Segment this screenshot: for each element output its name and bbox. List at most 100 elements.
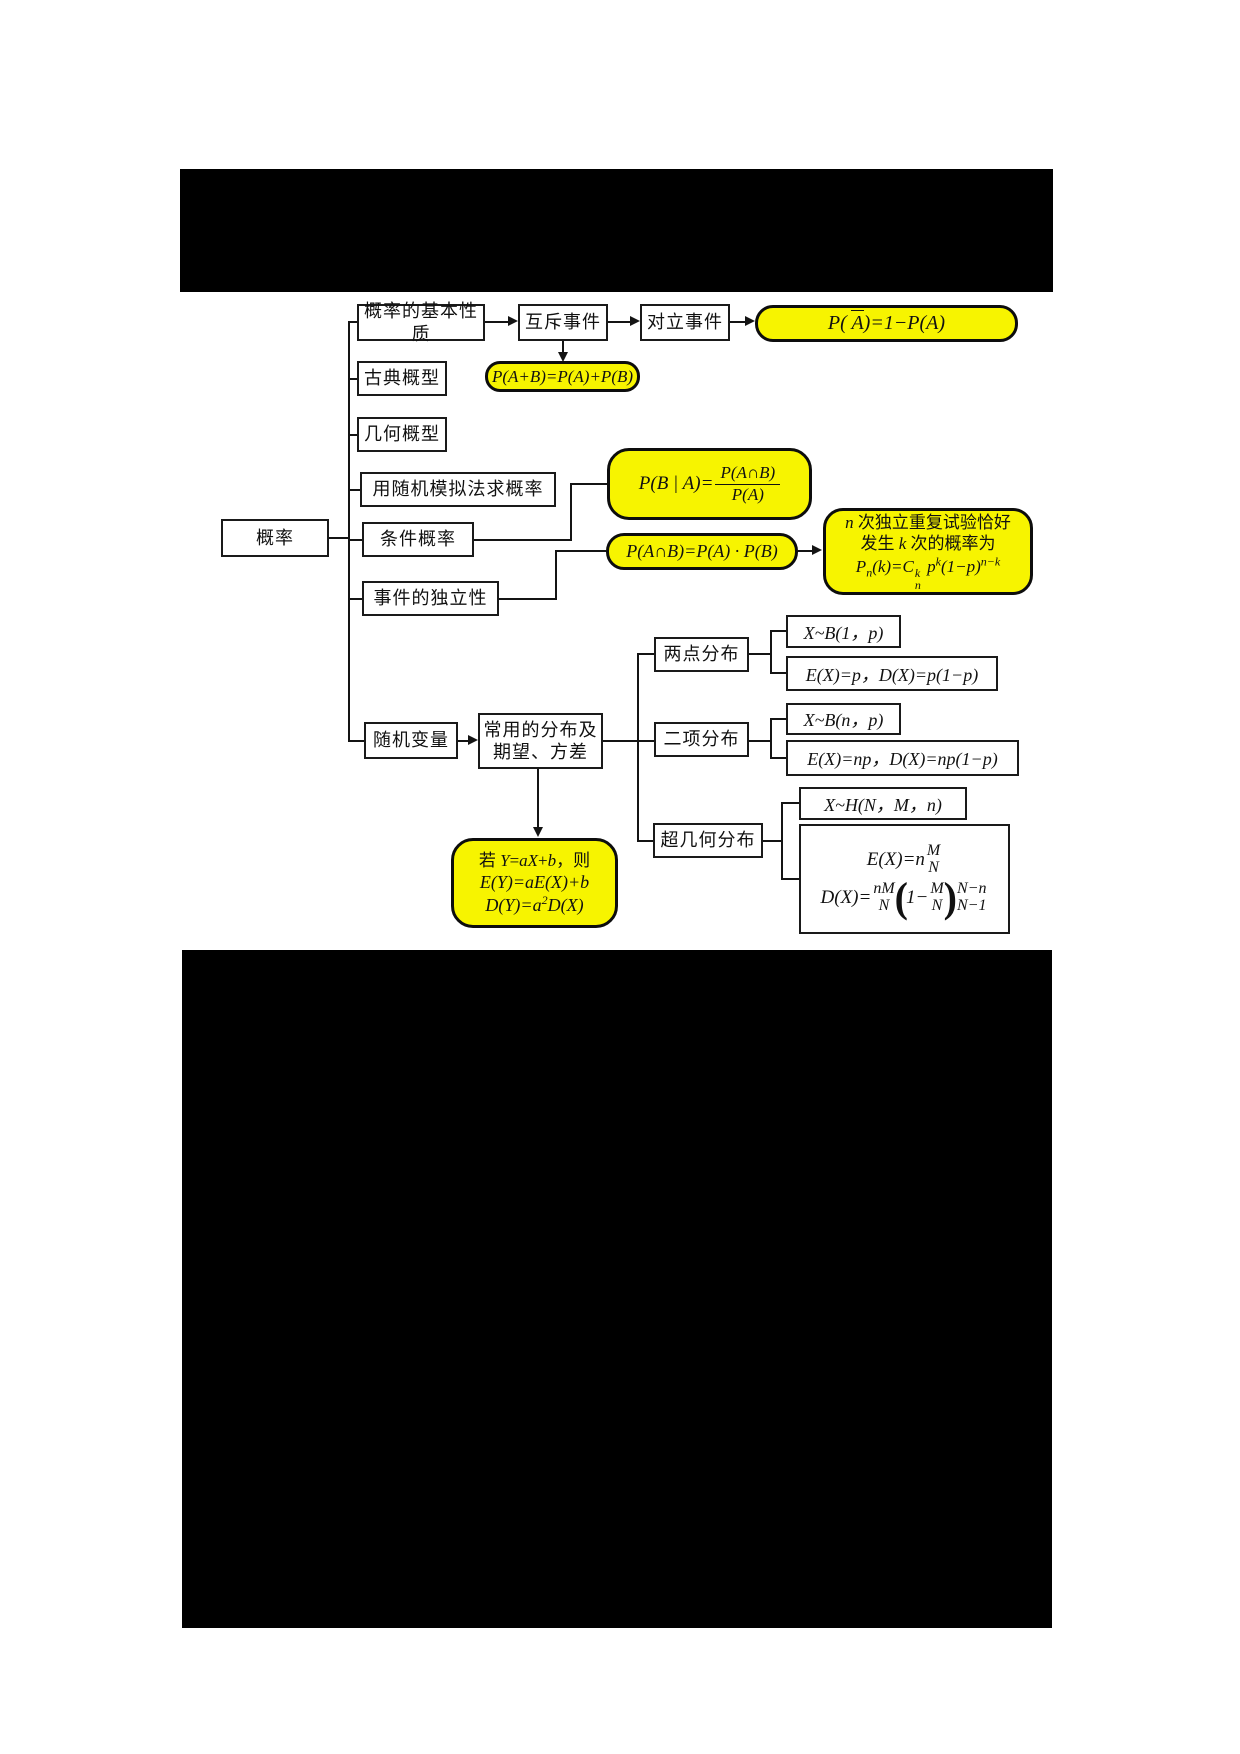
box-two-point-moments: E(X)=p，D(X)=p(1−p) xyxy=(786,656,998,691)
connector-twopoint-v xyxy=(770,630,772,674)
connector-indep-h1 xyxy=(499,598,557,600)
node-random-variable-label: 随机变量 xyxy=(373,730,449,751)
connector-cond-h1 xyxy=(474,539,572,541)
node-geometric-model-label: 几何概型 xyxy=(364,424,440,445)
fraction-numerator: P(A∩B) xyxy=(715,463,781,485)
node-hypergeometric: 超几何分布 xyxy=(653,823,763,858)
node-random-variable: 随机变量 xyxy=(364,722,458,759)
connector-root-trunk xyxy=(329,537,348,539)
connector-hub-down xyxy=(537,769,539,829)
connector-twopoint-top xyxy=(770,630,786,632)
hyper-variance-frac2: M N xyxy=(930,880,944,915)
node-basic-properties-label: 概率的基本性质 xyxy=(364,301,478,344)
fraction-denominator: P(A) xyxy=(731,484,764,504)
note-bernoulli-line1: n 次独立重复试验恰好 xyxy=(845,512,1011,532)
hyper-expectation-fraction: M N xyxy=(927,843,940,877)
hyper-variance: D(X)= nM N ( 1− M N ) N−n N−1 xyxy=(820,873,989,921)
connector-indep-h2 xyxy=(555,550,606,552)
note-linear-transform: 若 Y=aX+b，则 E(Y)=aE(X)+b D(Y)=a2D(X) xyxy=(451,838,618,928)
box-hyper-model: X~H(N，M，n) xyxy=(799,787,967,820)
node-independence: 事件的独立性 xyxy=(362,581,499,616)
formula-product-text: P(A∩B)=P(A) · P(B) xyxy=(626,541,778,561)
node-random-simulation: 用随机模拟法求概率 xyxy=(360,472,556,507)
node-hub-line2: 期望、方差 xyxy=(493,742,588,762)
formula-product: P(A∩B)=P(A) · P(B) xyxy=(606,533,798,570)
box-binomial-moments: E(X)=np，D(X)=np(1−p) xyxy=(786,740,1019,776)
top-redaction-block xyxy=(180,169,1053,292)
connector-rv-to-hub xyxy=(458,740,470,742)
node-independence-label: 事件的独立性 xyxy=(373,588,488,609)
connector-stub-conditional xyxy=(348,539,362,541)
arrowhead xyxy=(558,352,568,362)
formula-conditional-fraction: P(A∩B) P(A) xyxy=(715,463,781,505)
node-basic-properties: 概率的基本性质 xyxy=(357,301,485,344)
connector-hub-right xyxy=(603,740,637,742)
arrowhead xyxy=(533,827,543,837)
connector-hyper-h xyxy=(763,840,782,842)
node-conditional-probability-label: 条件概率 xyxy=(380,529,456,550)
fraction-numerator: M xyxy=(926,842,941,860)
connector-binomial-top xyxy=(770,718,786,720)
connector-hyper-bottom xyxy=(781,878,799,880)
fraction-denominator: N xyxy=(878,896,890,914)
node-geometric-model: 几何概型 xyxy=(357,417,447,452)
two-point-model-text: X~B(1，p) xyxy=(803,622,884,643)
connector-binomial-bottom xyxy=(770,757,786,759)
hyper-variance-lhs: D(X)= xyxy=(820,886,872,908)
connector-mutex-down xyxy=(562,341,564,354)
connector-stub-simulation xyxy=(348,489,360,491)
arrowhead xyxy=(468,735,478,745)
connector-stub-random-variable xyxy=(348,740,364,742)
big-paren-open: ( xyxy=(894,873,908,921)
node-binomial: 二项分布 xyxy=(654,722,749,757)
connector-binomial-h xyxy=(749,740,770,742)
formula-complement-text: P( A)=1−P(A) xyxy=(827,310,946,334)
connector-product-to-bernoulli xyxy=(798,550,814,552)
connector-cond-h2 xyxy=(570,483,607,485)
node-classical-model: 古典概型 xyxy=(357,361,447,396)
hyper-variance-frac3: N−n N−1 xyxy=(956,880,987,915)
formula-complement: P( A)=1−P(A) xyxy=(755,305,1018,342)
fraction-denominator: N−1 xyxy=(956,896,987,914)
connector-indep-v xyxy=(555,550,557,600)
linear-transform-line2: E(Y)=aE(X)+b xyxy=(479,871,590,892)
connector-trunk xyxy=(348,321,350,742)
note-bernoulli-line2: 发生 k 次的概率为 xyxy=(860,534,996,554)
connector-hyper-v xyxy=(781,802,783,879)
node-mutually-exclusive: 互斥事件 xyxy=(518,304,608,341)
node-distribution-hub: 常用的分布及 期望、方差 xyxy=(478,713,603,769)
connector-cond-v xyxy=(570,483,572,541)
big-paren-close: ) xyxy=(943,873,957,921)
linear-transform-line3: D(Y)=a2D(X) xyxy=(485,892,584,915)
node-complementary: 对立事件 xyxy=(640,304,730,341)
fraction-denominator: N xyxy=(931,896,943,914)
connector-stub-basic xyxy=(348,321,357,323)
node-hub-line1: 常用的分布及 xyxy=(483,719,598,740)
hyper-variance-frac1: nM N xyxy=(873,880,894,915)
box-hyper-moments: E(X)=n M N D(X)= nM N ( 1− M N ) N−n N−1 xyxy=(799,824,1010,934)
box-two-point-model: X~B(1，p) xyxy=(786,615,901,648)
connector-twopoint-bottom xyxy=(770,672,786,674)
hyper-model-text: X~H(N，M，n) xyxy=(824,794,942,815)
connector-mutex-to-opposite xyxy=(608,321,632,323)
hyper-variance-inner: 1− xyxy=(906,886,929,908)
arrowhead xyxy=(812,545,822,555)
two-point-moments-text: E(X)=p，D(X)=p(1−p) xyxy=(805,664,979,685)
connector-stub-independence xyxy=(348,598,362,600)
node-classical-model-label: 古典概型 xyxy=(364,368,440,389)
node-complementary-label: 对立事件 xyxy=(647,312,723,333)
fraction-numerator: N−n xyxy=(956,880,987,897)
connector-binomial-v xyxy=(770,718,772,759)
formula-addition-text: P(A+B)=P(A)+P(B) xyxy=(491,366,634,386)
node-random-simulation-label: 用随机模拟法求概率 xyxy=(372,479,544,500)
node-mutually-exclusive-label: 互斥事件 xyxy=(525,312,601,333)
binomial-model-text: X~B(n，p) xyxy=(803,710,884,730)
node-binomial-label: 二项分布 xyxy=(663,729,740,750)
fraction-numerator: M xyxy=(930,880,944,897)
connector-opposite-to-formula xyxy=(730,321,747,323)
formula-conditional-lhs: P(B | A)= xyxy=(638,473,714,494)
node-root-label: 概率 xyxy=(256,527,294,548)
bottom-redaction-block xyxy=(182,950,1052,1628)
